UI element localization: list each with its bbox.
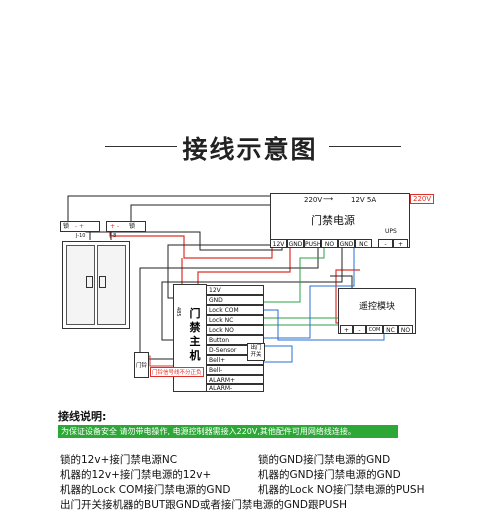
lock-right-polarity: + -	[110, 223, 120, 230]
door-right-handle-icon	[99, 276, 106, 288]
ups-label: UPS	[385, 228, 397, 235]
controller-char-3: 主	[189, 335, 201, 348]
remote-terminal-nc: NC	[383, 325, 398, 334]
door-left-handle-icon	[86, 276, 93, 288]
remote-terminal-com: COM	[366, 325, 383, 334]
ctrl-terminal-alarm-minus: ALARM-	[206, 384, 264, 392]
power-input-tag: 220V	[410, 194, 435, 204]
ps-terminal-push: PUSH	[304, 239, 322, 248]
lock-left-tag: J-10	[76, 233, 86, 239]
ctrl-terminal-bell-minus: Bell-	[206, 365, 264, 375]
note-left-2: 机器的12v+接门禁电源的12v+	[60, 469, 212, 481]
ps-terminal-gnd2: GND	[338, 239, 355, 248]
ctrl-terminal-gnd: GND	[206, 295, 264, 305]
exit-button-label-1: 出门	[250, 345, 262, 351]
door-bell: 门铃	[134, 352, 149, 378]
note-right-2: 机器的GND接门禁电源的GND	[258, 469, 401, 481]
safety-banner: 为保证设备安全 请勿带电操作, 电源控制器需接入220V,其他配件可用网络线连接…	[58, 425, 398, 438]
ctrl-terminal-lock-com: Lock COM	[206, 305, 264, 315]
door-right-leaf	[97, 245, 126, 325]
title-rule-left	[105, 146, 177, 147]
ctrl-terminal-lock-no: Lock NO	[206, 325, 264, 335]
controller-char-4: 机	[189, 349, 201, 362]
lock-left-polarity: - +	[74, 223, 85, 230]
door-bell-label: 门铃	[135, 363, 147, 369]
lock-left-sign: 锁	[63, 223, 70, 230]
bell-note: 门铃信号线不分正负	[150, 367, 204, 377]
lock-right-tag: J-8	[110, 233, 117, 239]
remote-module-title: 遥控模块	[359, 302, 396, 312]
door-left-leaf	[66, 245, 95, 325]
lock-right-sign: 锁	[129, 223, 136, 230]
controller-char-1: 门	[189, 307, 201, 320]
controller-char-2: 禁	[189, 321, 201, 334]
title-rule-right	[329, 146, 401, 147]
page-title: 接线示意图	[182, 135, 318, 164]
remote-terminal-no: NO	[398, 325, 413, 334]
ps-terminal-nc: NC	[355, 239, 372, 248]
exit-button-label-2: 开关	[250, 352, 262, 358]
power-input-label: 220V	[304, 196, 323, 204]
ps-terminal-minus: -	[378, 239, 393, 248]
lock-right: + - 锁	[106, 221, 146, 232]
note-left-3: 机器的Lock COM接门禁电源的GND	[60, 484, 231, 496]
note-right-1: 锁的GND接门禁电源的GND	[258, 454, 391, 466]
remote-terminal-minus: -	[353, 325, 366, 334]
ctrl-terminal-alarm-plus: ALARM+	[206, 375, 264, 384]
power-output-label: 12V 5A	[351, 196, 377, 204]
ctrl-terminal-lock-nc: Lock NC	[206, 315, 264, 325]
double-door	[62, 241, 130, 329]
ps-terminal-12v: 12V	[270, 239, 287, 248]
note-left-1: 锁的12v+接门禁电源NC	[60, 454, 178, 466]
power-supply-title: 门禁电源	[311, 214, 355, 227]
ctrl-terminal-button: Button	[206, 335, 264, 345]
controller-side-code: 485	[175, 307, 181, 317]
note-right-3: 机器的Lock NO接门禁电源的PUSH	[258, 484, 425, 496]
ps-terminal-no: NO	[321, 239, 338, 248]
remote-terminal-plus: +	[340, 325, 353, 334]
note-left-4: 出门开关接机器的BUT跟GND或者接门禁电源的GND跟PUSH	[60, 499, 348, 511]
arrow-icon: ⟶	[323, 195, 334, 203]
ps-terminal-gnd: GND	[287, 239, 304, 248]
ctrl-terminal-12v: 12V	[206, 285, 264, 295]
ps-terminal-plus: +	[393, 239, 408, 248]
lock-left: 锁 - +	[60, 221, 100, 232]
wiring-notes-title: 接线说明:	[58, 410, 107, 423]
exit-button: 出门 开关	[247, 343, 265, 361]
